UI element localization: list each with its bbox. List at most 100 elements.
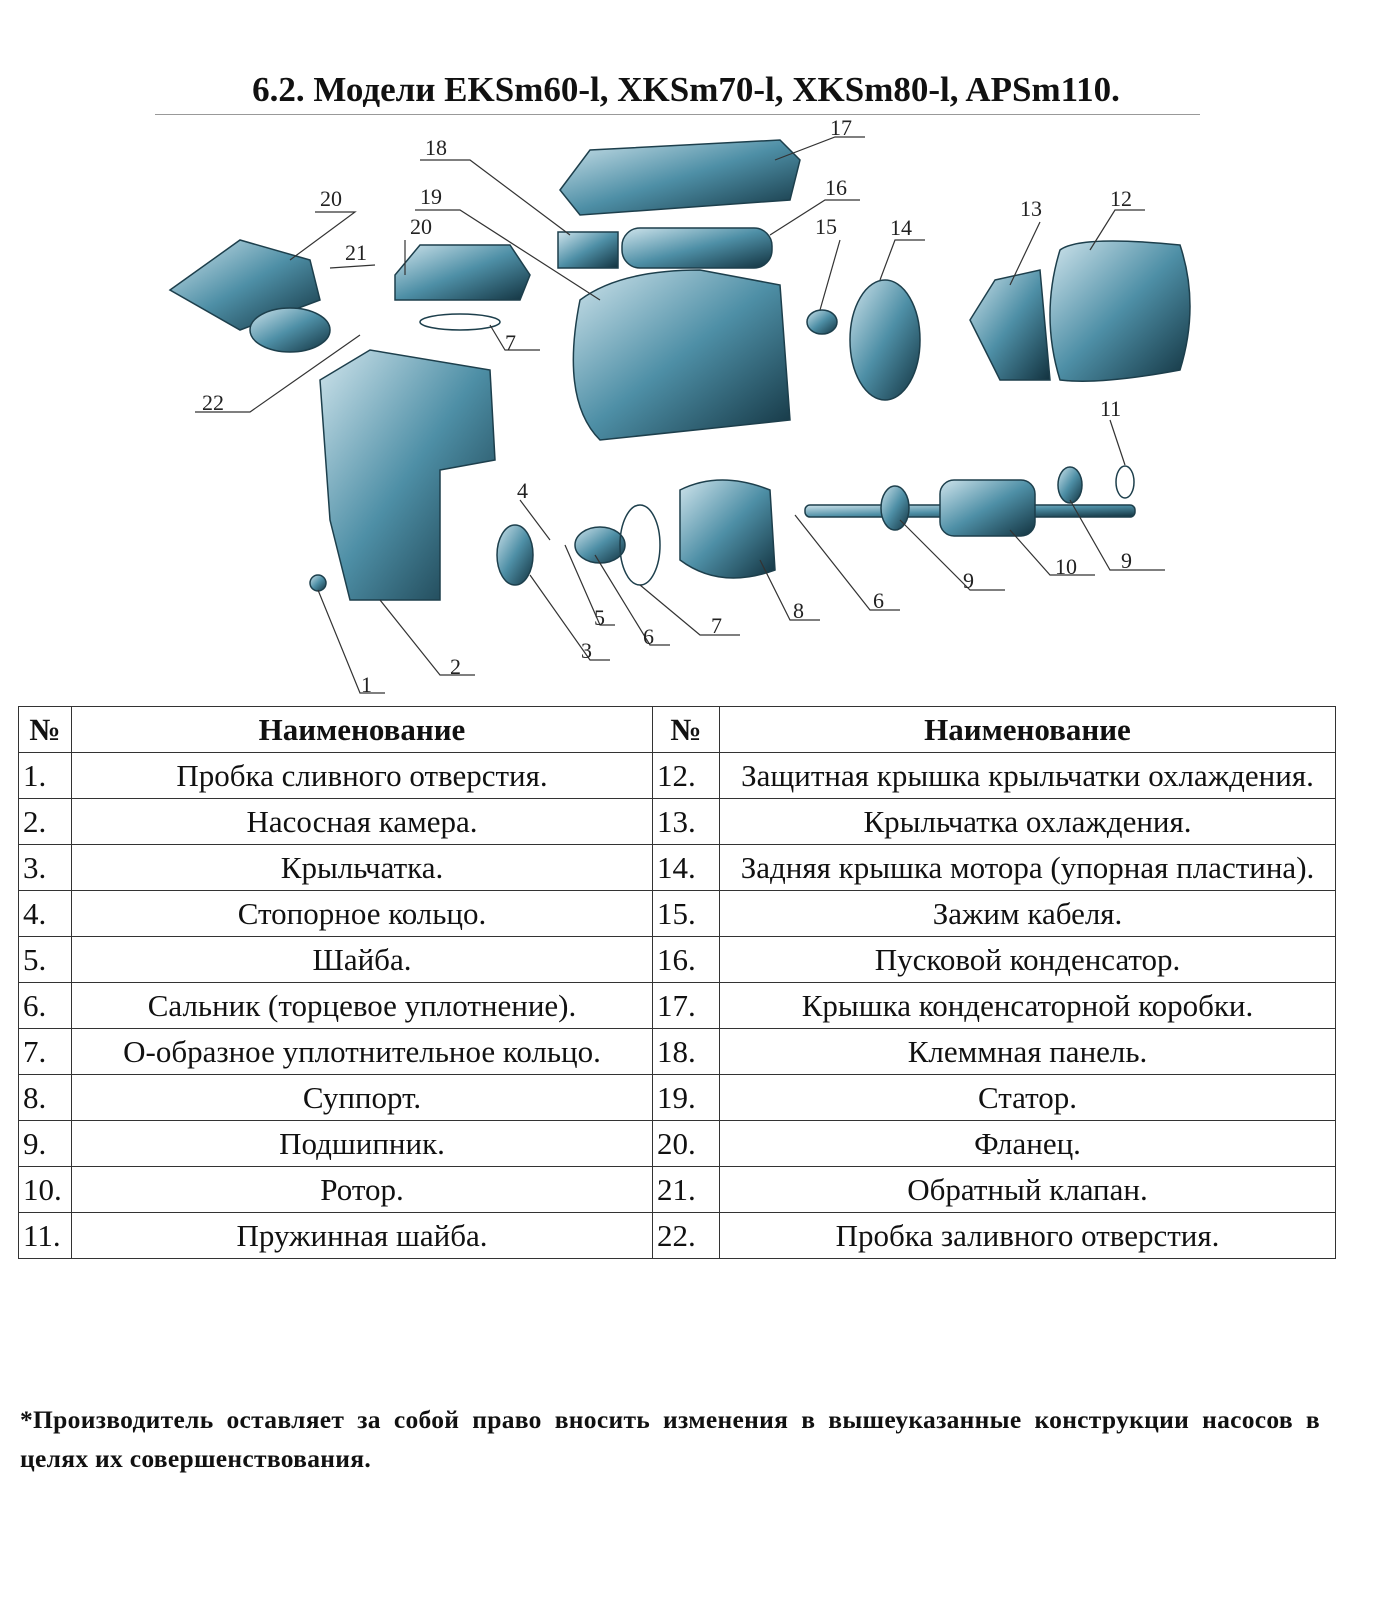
header-num-left: №: [18, 706, 72, 753]
callout-14: 14: [890, 215, 912, 240]
drain-plug: [309, 574, 327, 592]
callout-21: 21: [345, 240, 367, 265]
flange-top: [394, 244, 531, 301]
pump-chamber: [319, 349, 496, 601]
table-row: 2.Насосная камера.13.Крыльчатка охлажден…: [18, 798, 1336, 845]
part-number: 3.: [18, 844, 72, 891]
page-title: 6.2. Модели EKSm60-l, XKSm70-l, XKSm80-l…: [252, 70, 1120, 109]
part-name: Крыльчатка.: [71, 844, 653, 891]
table-row: 8.Суппорт.19.Статор.: [18, 1074, 1336, 1121]
table-row: 5.Шайба.16.Пусковой конденсатор.: [18, 936, 1336, 983]
part-name: Крышка конденсаторной коробки.: [719, 982, 1336, 1029]
part-number: 21.: [652, 1166, 720, 1213]
part-number: 13.: [652, 798, 720, 845]
part-number: 1.: [18, 752, 72, 799]
part-number: 7.: [18, 1028, 72, 1075]
table-row: 4.Стопорное кольцо.15.Зажим кабеля.: [18, 890, 1336, 937]
mechanical-seal: [574, 526, 626, 564]
part-name: Обратный клапан.: [719, 1166, 1336, 1213]
part-number: 17.: [652, 982, 720, 1029]
capacitor: [621, 227, 773, 269]
part-number: 4.: [18, 890, 72, 937]
part-number: 5.: [18, 936, 72, 983]
callout-11: 11: [1100, 396, 1121, 421]
rotor: [939, 479, 1036, 537]
part-number: 22.: [652, 1212, 720, 1259]
part-name: Клеммная панель.: [719, 1028, 1336, 1075]
part-name: Подшипник.: [71, 1120, 653, 1167]
check-valve: [249, 307, 331, 353]
part-name: Фланец.: [719, 1120, 1336, 1167]
table-header-row: № Наименование № Наименование: [18, 706, 1336, 753]
callout-12: 12: [1110, 186, 1132, 211]
flange-left: [168, 239, 321, 331]
terminal-panel: [557, 231, 619, 269]
table-row: 11.Пружинная шайба.22.Пробка заливного о…: [18, 1212, 1336, 1259]
callout-6b: 6: [873, 588, 884, 613]
part-number: 2.: [18, 798, 72, 845]
part-number: 6.: [18, 982, 72, 1029]
callout-3: 3: [581, 638, 592, 663]
spring-washer: [1115, 465, 1135, 499]
part-number: 20.: [652, 1120, 720, 1167]
callout-numbers: 17 18 16 20 19 15 14 13 12 20 21 7 22 11…: [202, 115, 1132, 697]
callout-8: 8: [793, 598, 804, 623]
callout-16: 16: [825, 175, 847, 200]
table-row: 9.Подшипник.20.Фланец.: [18, 1120, 1336, 1167]
part-name: Зажим кабеля.: [719, 890, 1336, 937]
title-divider: [155, 114, 1200, 115]
stator: [572, 269, 791, 441]
table-row: 6.Сальник (торцевое уплотнение).17.Крышк…: [18, 982, 1336, 1029]
table-row: 10.Ротор.21.Обратный клапан.: [18, 1166, 1336, 1213]
part-name: Сальник (торцевое уплотнение).: [71, 982, 653, 1029]
part-name: О-образное уплотнительное кольцо.: [71, 1028, 653, 1075]
callout-17: 17: [830, 115, 852, 140]
exploded-pump-diagram: 17 18 16 20 19 15 14 13 12 20 21 7 22 11…: [168, 115, 1191, 697]
part-number: 15.: [652, 890, 720, 937]
o-ring: [619, 504, 661, 586]
part-name: Статор.: [719, 1074, 1336, 1121]
part-name: Стопорное кольцо.: [71, 890, 653, 937]
capacitor-box-cover: [559, 139, 801, 216]
callout-7b: 7: [711, 613, 722, 638]
callout-7: 7: [505, 330, 516, 355]
callout-4: 4: [517, 478, 528, 503]
header-name-right: Наименование: [719, 706, 1336, 753]
table-row: 7.О-образное уплотнительное кольцо.18.Кл…: [18, 1028, 1336, 1075]
part-number: 9.: [18, 1120, 72, 1167]
bearing-rear: [1057, 466, 1083, 504]
part-number: 11.: [18, 1212, 72, 1259]
callout-19: 19: [420, 184, 442, 209]
part-name: Крыльчатка охлаждения.: [719, 798, 1336, 845]
part-number: 8.: [18, 1074, 72, 1121]
parts-table: № Наименование № Наименование 1.Пробка с…: [18, 706, 1336, 1259]
part-name: Защитная крышка крыльчатки охлаждения.: [719, 752, 1336, 799]
table-row: 3.Крыльчатка.14.Задняя крышка мотора (уп…: [18, 844, 1336, 891]
part-name: Пружинная шайба.: [71, 1212, 653, 1259]
callout-9: 9: [963, 568, 974, 593]
part-name: Пусковой конденсатор.: [719, 936, 1336, 983]
part-name: Суппорт.: [71, 1074, 653, 1121]
fan-cover: [1049, 240, 1191, 382]
part-name: Задняя крышка мотора (упорная пластина).: [719, 844, 1336, 891]
part-number: 14.: [652, 844, 720, 891]
header-name-left: Наименование: [71, 706, 653, 753]
callout-9b: 9: [1121, 548, 1132, 573]
part-number: 12.: [652, 752, 720, 799]
header-num-right: №: [652, 706, 720, 753]
bearing-front: [880, 485, 910, 531]
callout-22: 22: [202, 390, 224, 415]
callout-1: 1: [361, 672, 372, 697]
footnote: *Производитель оставляет за собой право …: [20, 1405, 1320, 1473]
table-row: 1.Пробка сливного отверстия.12.Защитная …: [18, 752, 1336, 799]
motor-rear-cover: [849, 279, 921, 401]
pump-parts: [168, 139, 1191, 601]
part-number: 16.: [652, 936, 720, 983]
cooling-fan: [969, 269, 1051, 381]
callout-15: 15: [815, 214, 837, 239]
part-number: 10.: [18, 1166, 72, 1213]
impeller: [496, 524, 534, 586]
callout-20b: 20: [410, 214, 432, 239]
callout-2: 2: [450, 654, 461, 679]
part-number: 18.: [652, 1028, 720, 1075]
